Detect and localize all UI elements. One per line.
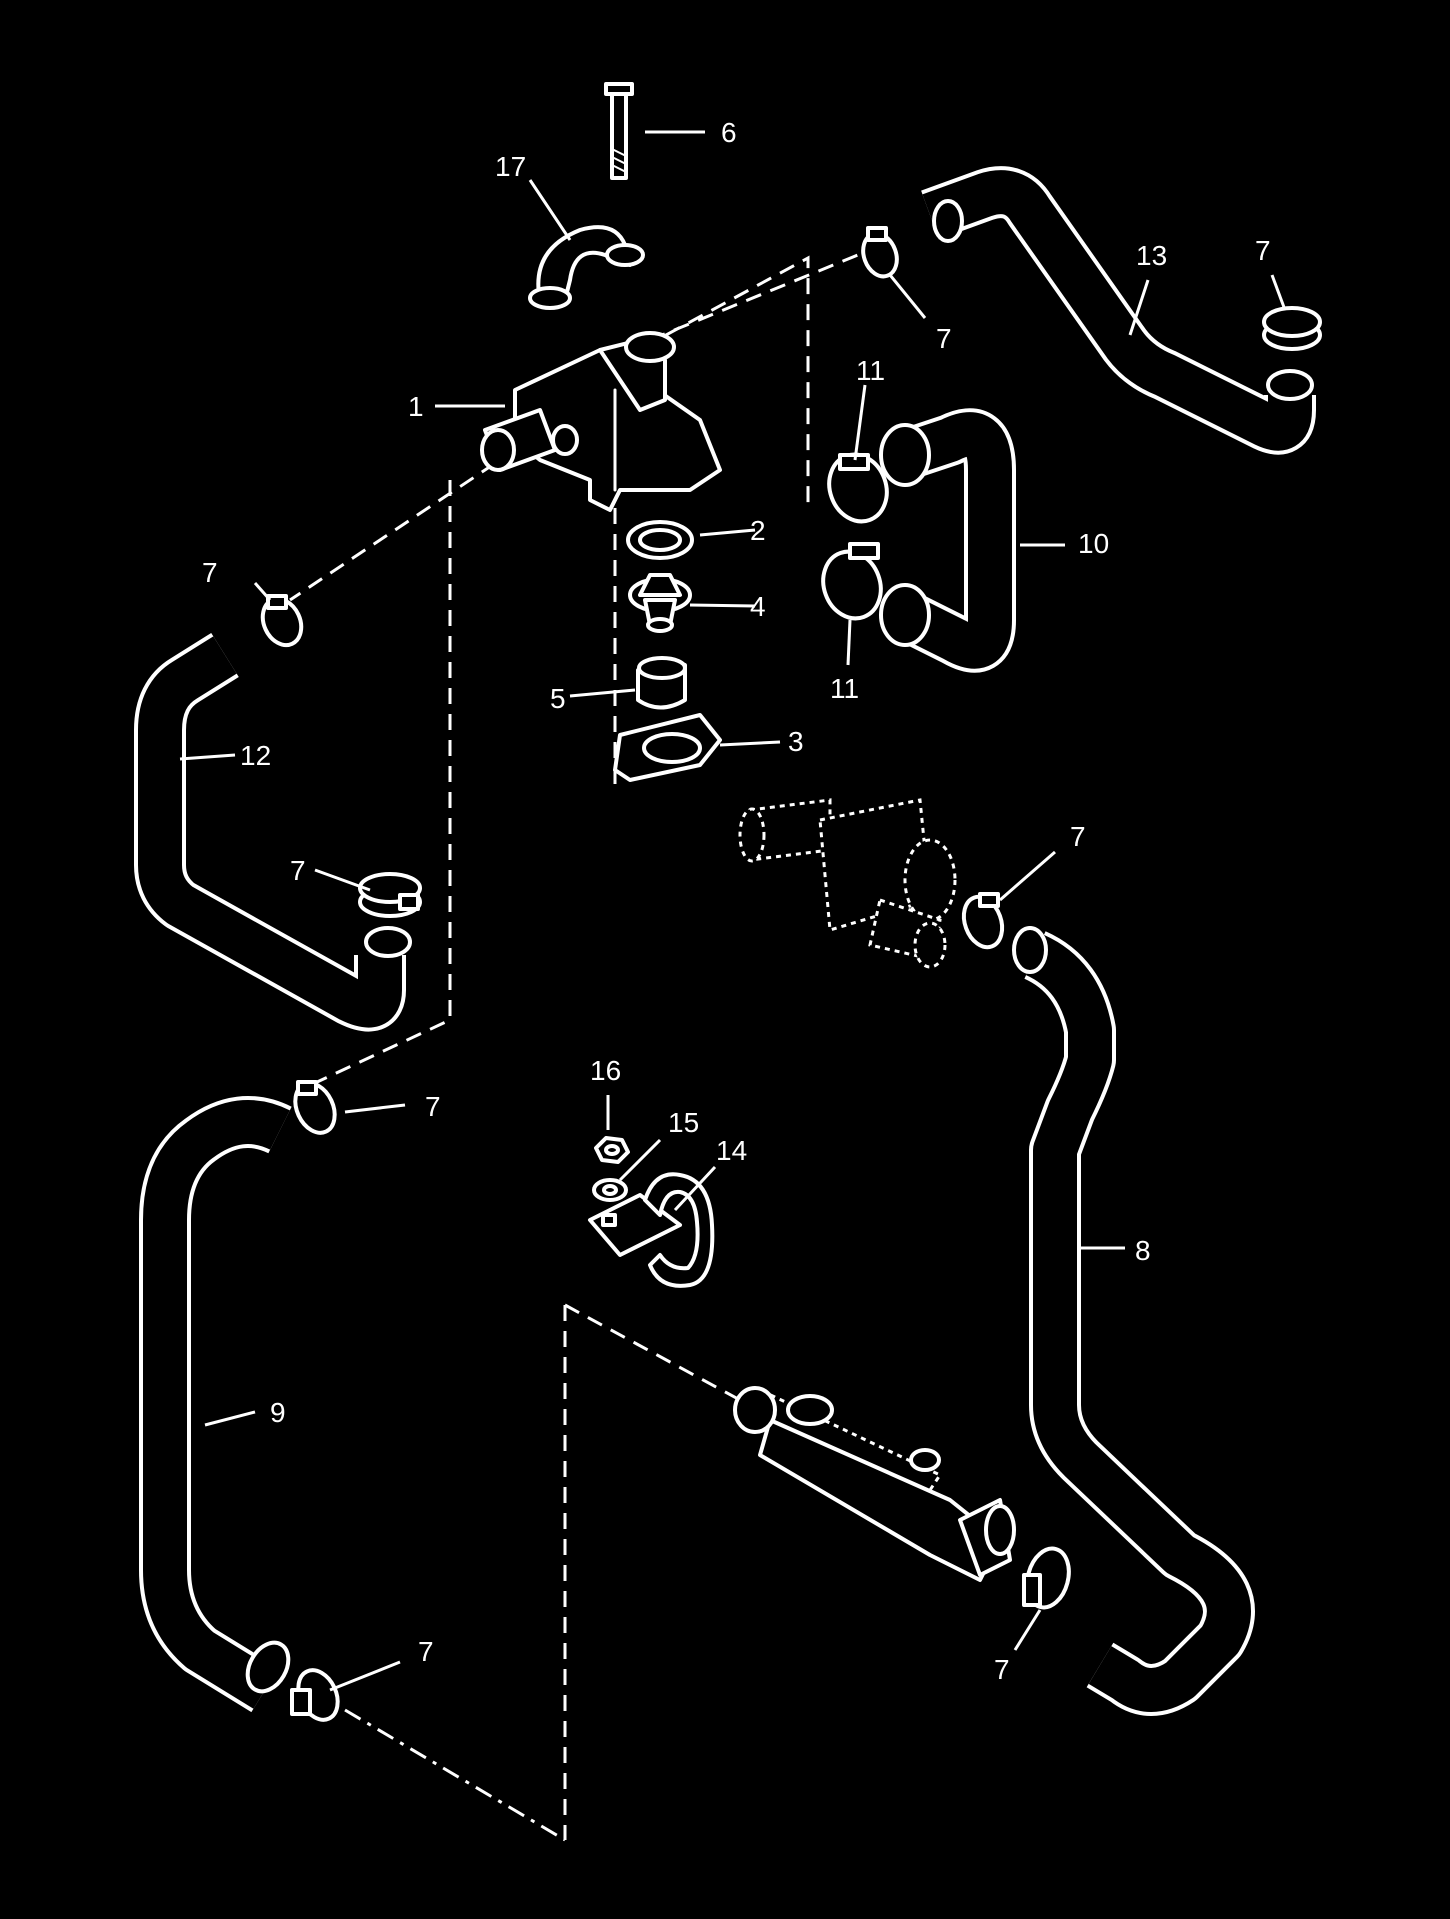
callout-16: 16 xyxy=(590,1055,621,1086)
callout-3: 3 xyxy=(788,726,804,757)
clamp-7-left-upper xyxy=(260,594,304,648)
callout-17: 17 xyxy=(495,151,526,182)
callout-14: 14 xyxy=(716,1135,747,1166)
callout-9: 9 xyxy=(270,1397,286,1428)
callout-15: 15 xyxy=(668,1107,699,1138)
callout-1: 1 xyxy=(408,391,424,422)
clamp-11-upper xyxy=(827,452,889,524)
clamp-7-left-middle xyxy=(358,872,422,918)
hose-10 xyxy=(879,408,1016,673)
assembly-guide-lines xyxy=(289,248,871,1842)
clamp-bracket-14 xyxy=(588,1172,715,1288)
callout-4: 4 xyxy=(750,591,766,622)
callout-6: 6 xyxy=(721,117,737,148)
callout-11-lower: 11 xyxy=(830,673,859,704)
bolt-6 xyxy=(604,82,634,180)
heat-exchanger xyxy=(733,1386,1016,1582)
clamp-7-bottom-right xyxy=(1022,1546,1071,1610)
callout-7-middle-right: 7 xyxy=(1070,821,1086,852)
thermostat-4 xyxy=(628,573,692,633)
callout-13: 13 xyxy=(1136,240,1167,271)
clamp-7-top-right xyxy=(1262,306,1322,351)
callout-8: 8 xyxy=(1135,1235,1151,1266)
clamp-7-left-lower xyxy=(293,1080,337,1135)
hose-9 xyxy=(139,1096,292,1713)
callout-7-bottom-left: 7 xyxy=(418,1636,434,1667)
hose-clamps-11 xyxy=(821,452,889,621)
hose-8 xyxy=(1012,926,1255,1716)
clamp-7-bottom-left xyxy=(290,1668,340,1722)
clamp-11-lower xyxy=(821,542,883,621)
washer-15 xyxy=(592,1178,628,1202)
callout-labels: 6 17 1 2 4 5 3 7 7 13 11 10 11 7 12 7 7 … xyxy=(202,117,1271,1685)
callout-11-upper: 11 xyxy=(856,355,885,386)
hose-12 xyxy=(134,632,412,1032)
hose-clamps-7 xyxy=(260,226,1322,1722)
callout-7-top-center: 7 xyxy=(936,323,952,354)
gasket-3 xyxy=(613,713,722,782)
clamp-7-top-center xyxy=(861,226,899,279)
gasket-2 xyxy=(626,520,694,560)
callout-7-left-middle: 7 xyxy=(290,855,306,886)
nut-16 xyxy=(594,1136,630,1164)
thermostat-housing-1 xyxy=(480,331,722,512)
hose-13 xyxy=(921,166,1316,455)
bracket-17 xyxy=(528,225,645,310)
callout-10: 10 xyxy=(1078,528,1109,559)
callout-12: 12 xyxy=(240,740,271,771)
seawater-pump-reference xyxy=(738,798,957,969)
clamp-7-middle-right xyxy=(961,892,1005,950)
callout-7-top-right: 7 xyxy=(1255,235,1271,266)
callout-5: 5 xyxy=(550,683,566,714)
callout-7-left-lower: 7 xyxy=(425,1091,441,1122)
callout-7-left-upper: 7 xyxy=(202,557,218,588)
callout-leaders xyxy=(179,130,1287,1692)
callout-7-bottom-right: 7 xyxy=(994,1654,1010,1685)
callout-2: 2 xyxy=(750,515,766,546)
sleeve-5 xyxy=(636,656,687,710)
